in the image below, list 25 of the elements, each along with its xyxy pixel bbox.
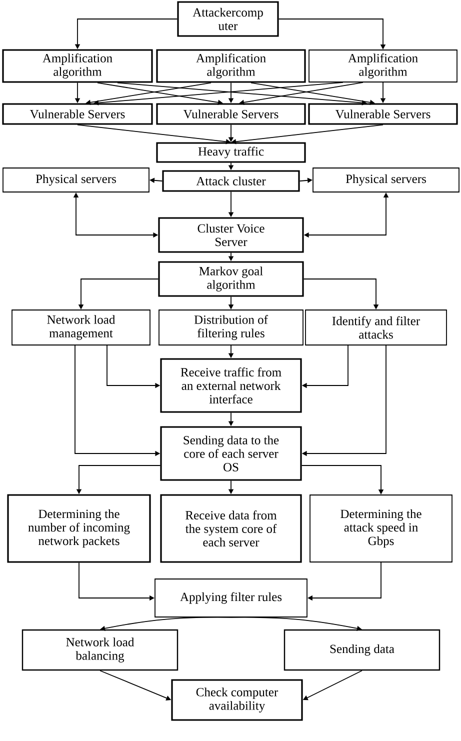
process-box: Applying filter rules [154,578,308,618]
process-box: Heavy traffic [156,142,306,163]
process-box: Sending data to the core of each server OS [160,426,302,481]
process-box: Attack cluster [162,170,300,192]
process-box: Receive data from the system core of each server [160,494,302,563]
process-box: Network load balancing [22,629,178,671]
process-box: Cluster Voice Server [158,217,304,253]
process-box: Amplification algorithm [308,50,458,82]
process-box: Amplification algorithm [2,49,153,83]
process-box: Determining the number of incoming network packets [7,494,151,563]
process-box: Amplification algorithm [156,49,306,83]
process-box: Vulnerable Servers [2,103,153,125]
process-box: Determining the attack speed in Gbps [310,494,452,562]
process-box: Physical servers [312,168,460,192]
process-box: Attackercomp uter [177,1,279,37]
process-box: Markov goal algorithm [158,261,304,297]
process-box: Vulnerable Servers [308,103,458,125]
process-box: Physical servers [2,168,150,192]
process-box: Network load management [12,310,150,346]
process-box: Sending data [284,629,440,671]
process-box: Distribution of filtering rules [158,310,304,346]
process-box: Receive traffic from an external network interface [160,358,302,413]
process-box: Identify and filter attacks [305,310,447,346]
process-box: Vulnerable Servers [156,103,306,125]
process-box: Check computer availability [171,679,303,721]
